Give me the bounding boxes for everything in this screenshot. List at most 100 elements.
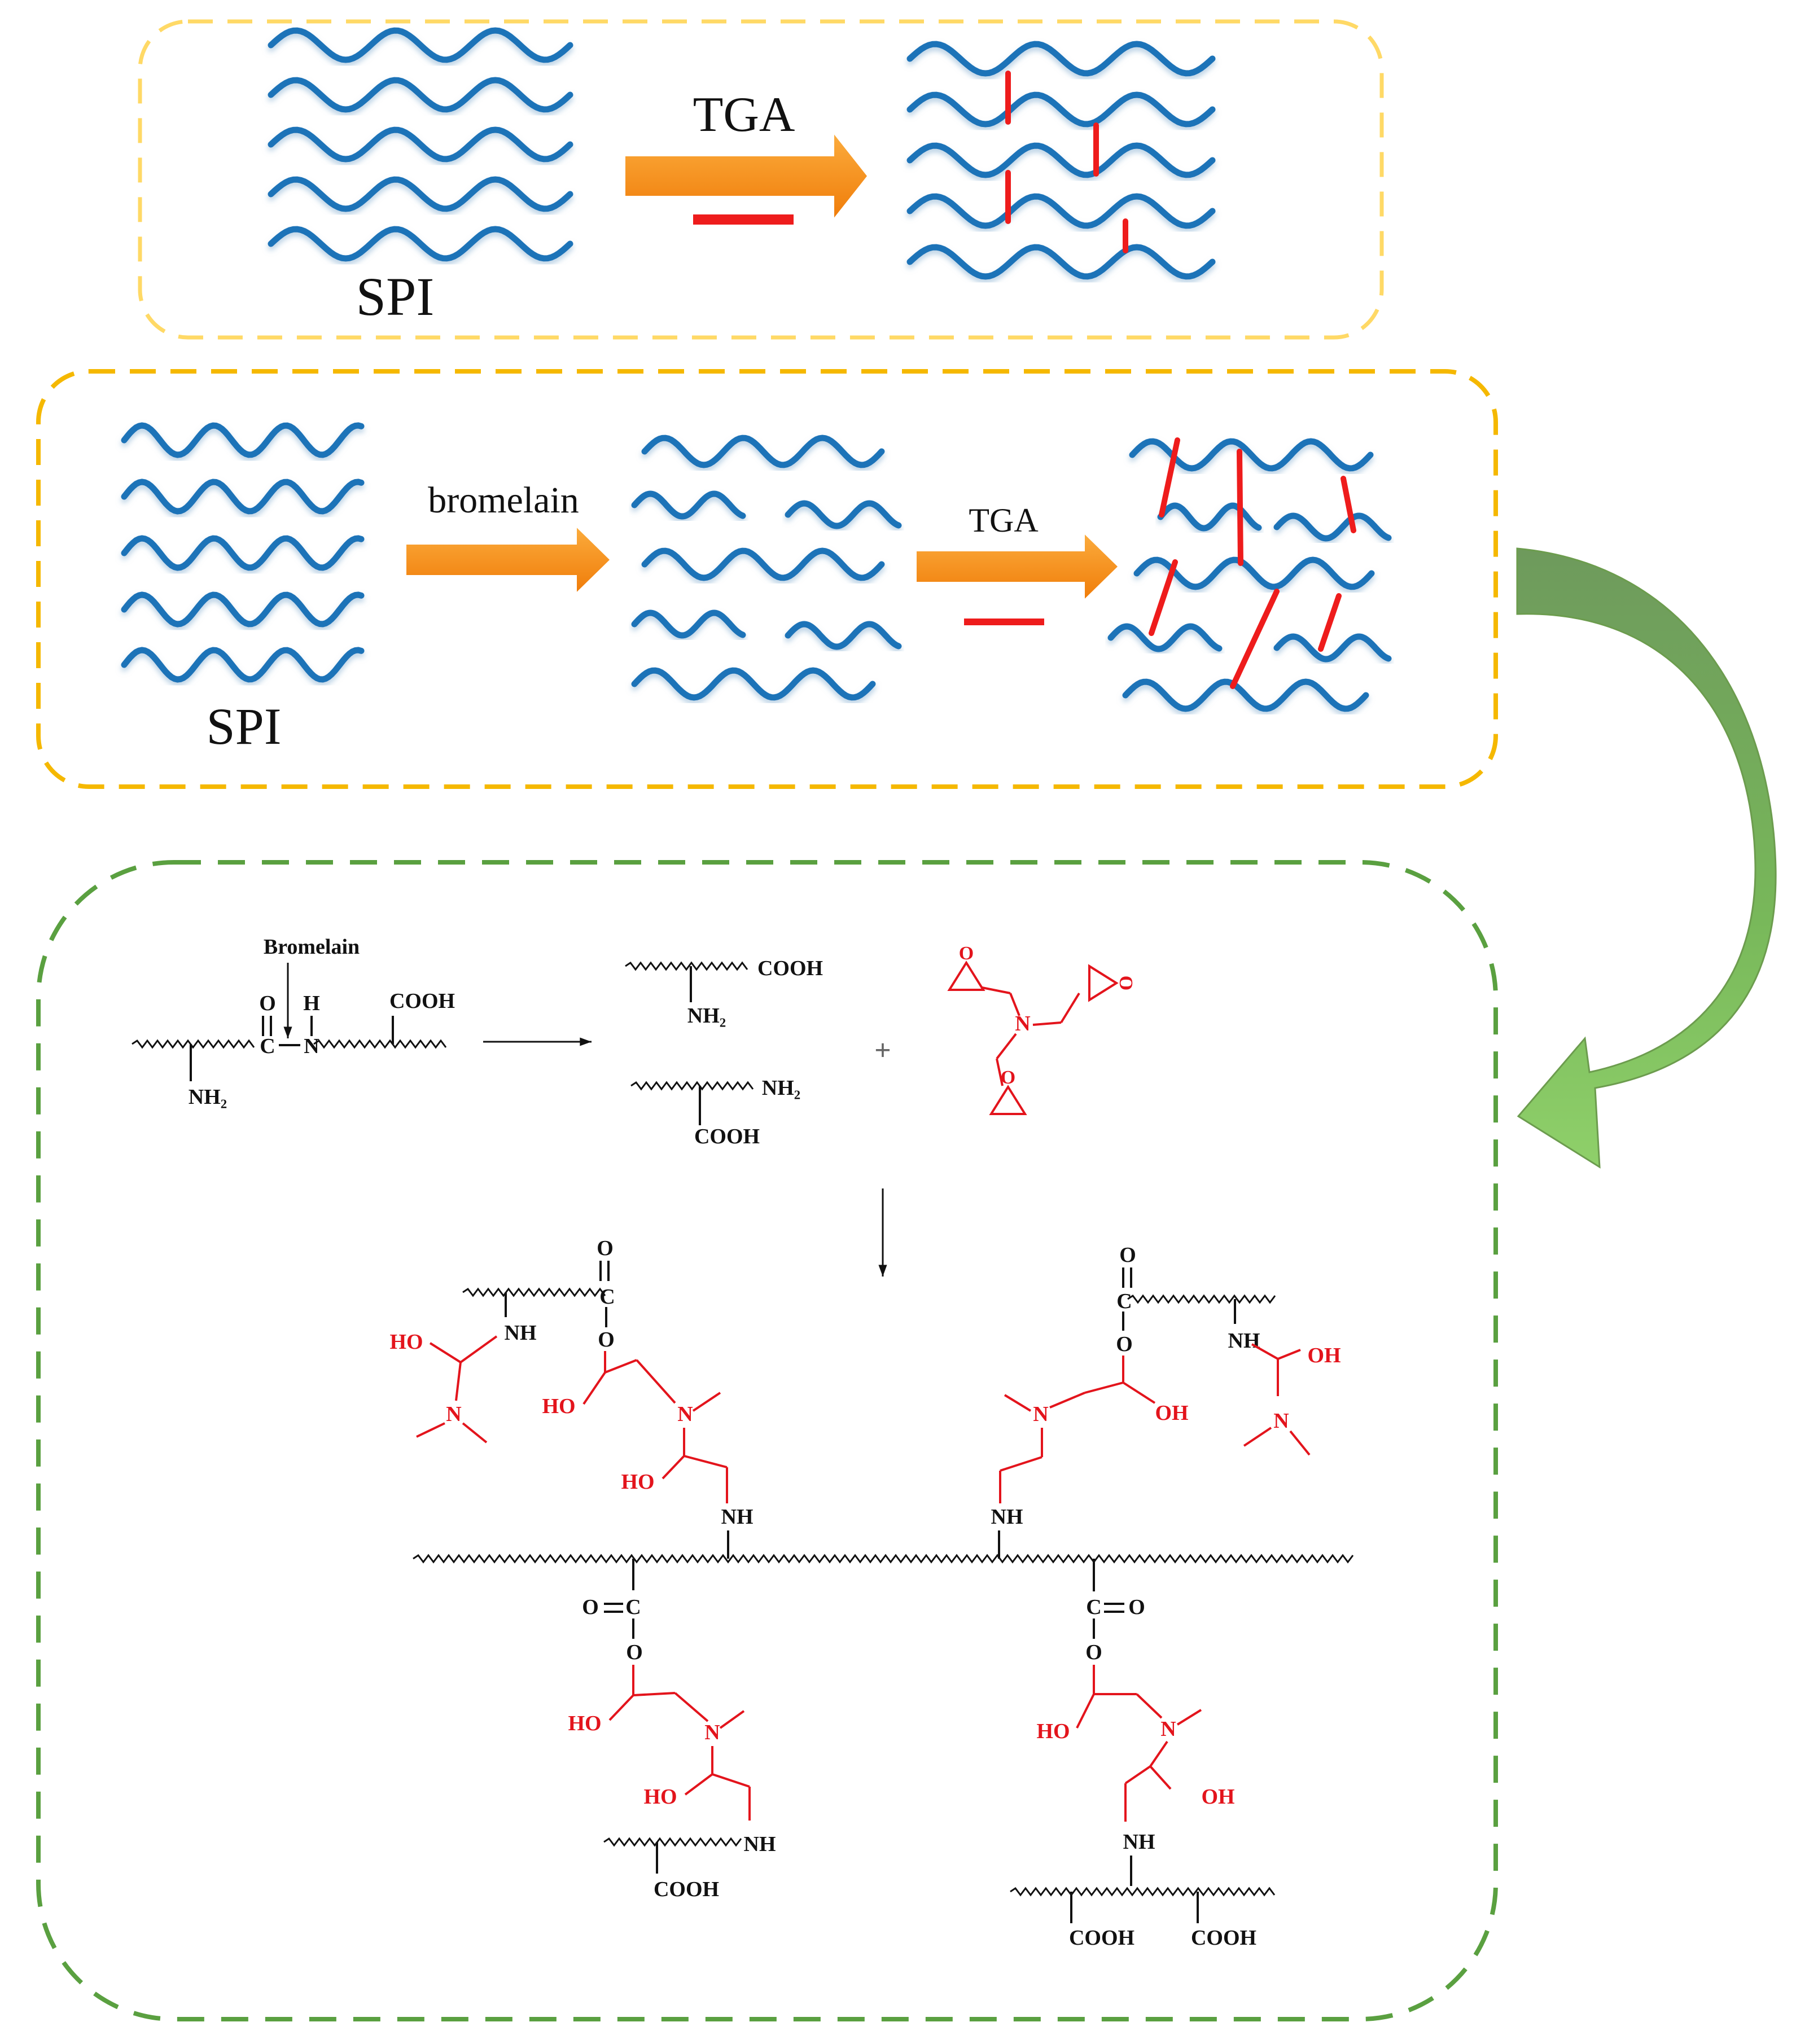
red-bond-legend [964,619,1044,625]
peptide-fragment [1122,678,1369,712]
atom-label: HO [389,1330,423,1354]
orange-arrow [406,528,610,592]
reaction-arrow-head [878,1265,887,1277]
panel-3-border [36,860,1498,2021]
protein-chain [906,41,1216,77]
atom-label: C [1116,1289,1132,1313]
epoxide-ring: O [989,1067,1027,1115]
arrow-shape [406,528,610,592]
chemical-bond [636,1359,676,1404]
atom-label: HO [542,1394,575,1418]
protein-chain [906,244,1216,280]
polymer-backbone [603,1837,742,1847]
tga-label: TGA [693,87,795,142]
crosslink-bond [1149,559,1178,636]
orange-arrow [625,134,867,218]
red-bond-legend [693,214,794,225]
epoxide-ring: O [947,943,985,991]
chemical-bond [996,1058,1004,1086]
atom-label: COOH [1191,1926,1256,1950]
chemical-bond [1032,1021,1062,1026]
protein-chain [906,142,1216,178]
atom-label: O [1085,1641,1102,1664]
peptide-fragment [1273,633,1392,663]
chemical-bond [1277,1349,1301,1360]
crosslinked-fragments [1107,437,1392,712]
atom-label: N [704,1721,720,1744]
chemical-bond [1149,1765,1172,1790]
chemical-bond [455,1362,462,1401]
chemical-bond [1176,1709,1202,1726]
atom-label: OH [1155,1401,1188,1425]
orange-arrow [917,534,1118,599]
panel-2-border [36,369,1498,789]
peptide-fragment [631,490,746,520]
chemical-bond [1060,992,1080,1024]
chemical-bond [996,1033,1017,1060]
crosslink-bond [1237,449,1243,566]
protein-chain [121,535,365,571]
protein-chain [268,27,573,63]
chemical-bond [662,1455,685,1480]
atom-label: COOH [757,957,823,980]
reaction-arrow-head [580,1037,592,1046]
chemical-bond [1084,1381,1124,1394]
crosslink-bond [1341,476,1356,533]
chemical-bond [1004,1394,1032,1412]
chemical-bond [674,1692,709,1722]
atom-label: NH [1123,1830,1155,1854]
atom-label: O [582,1595,599,1619]
polymer-backbone [413,1554,1354,1564]
atom-label: N [446,1402,461,1426]
arrow-shape [625,134,867,218]
chemical-bond [1136,1693,1163,1719]
atom-label: N [304,1034,319,1058]
atom-label: N [1015,1012,1030,1036]
atom-label: C [625,1595,641,1619]
atom-label: NH [505,1321,537,1345]
protein-chain [121,479,365,515]
chemical-bond [1076,1694,1095,1729]
atom-label: O [259,992,276,1015]
peptide-fragment [1133,556,1375,590]
chemical-bond [1122,1381,1156,1404]
chemical-bond [604,1359,637,1374]
chemical-bond [692,1392,721,1412]
chemical-bond [608,1694,634,1721]
chemical-structures: BromelainCONHNH₂COOHCOOHNH₂NH₂COOH+NOOOO… [132,935,1354,1950]
chemical-bond [633,1692,676,1696]
chemical-bond [462,1422,488,1444]
crosslink-bond [1318,593,1342,652]
atom-label: O [598,1328,615,1352]
crosslink-bond [1159,437,1180,517]
protein-chain [906,91,1216,128]
polymer-backbone [1010,1887,1276,1897]
polymer-backbone [625,961,748,971]
hydrolyzed-fragments [631,435,902,701]
atom-label: C [1086,1595,1101,1619]
chemical-bond [1251,1343,1278,1360]
atom-label: COOH [694,1125,760,1148]
spi-chains-intact [121,422,365,683]
bromelain-enzyme-label: Bromelain [264,935,360,959]
arrow-shape [917,534,1118,599]
atom-label: HO [1036,1720,1070,1743]
peptide-fragment [1107,623,1223,652]
peptide-fragment [785,621,902,650]
atom-label: COOH [389,989,455,1013]
tga-label: TGA [969,502,1038,539]
atom-label: COOH [1069,1926,1134,1950]
protein-chain [268,176,573,212]
peptide-fragment [1157,502,1262,532]
peptide-fragment [631,609,746,639]
spi-chains-intact [268,27,573,262]
panel-2-bromelain-then-tga: SPI bromelain TGA [36,369,1498,789]
chemical-bond [429,1342,462,1363]
peptide-fragment [785,500,902,529]
atom-label: O [1116,1332,1133,1356]
chemical-bond [1243,1427,1272,1447]
atom-label: N [1033,1402,1048,1426]
atom-label: OH [1201,1785,1234,1809]
epoxide-ring: O [1088,964,1136,1002]
atom-label: O [597,1236,614,1260]
